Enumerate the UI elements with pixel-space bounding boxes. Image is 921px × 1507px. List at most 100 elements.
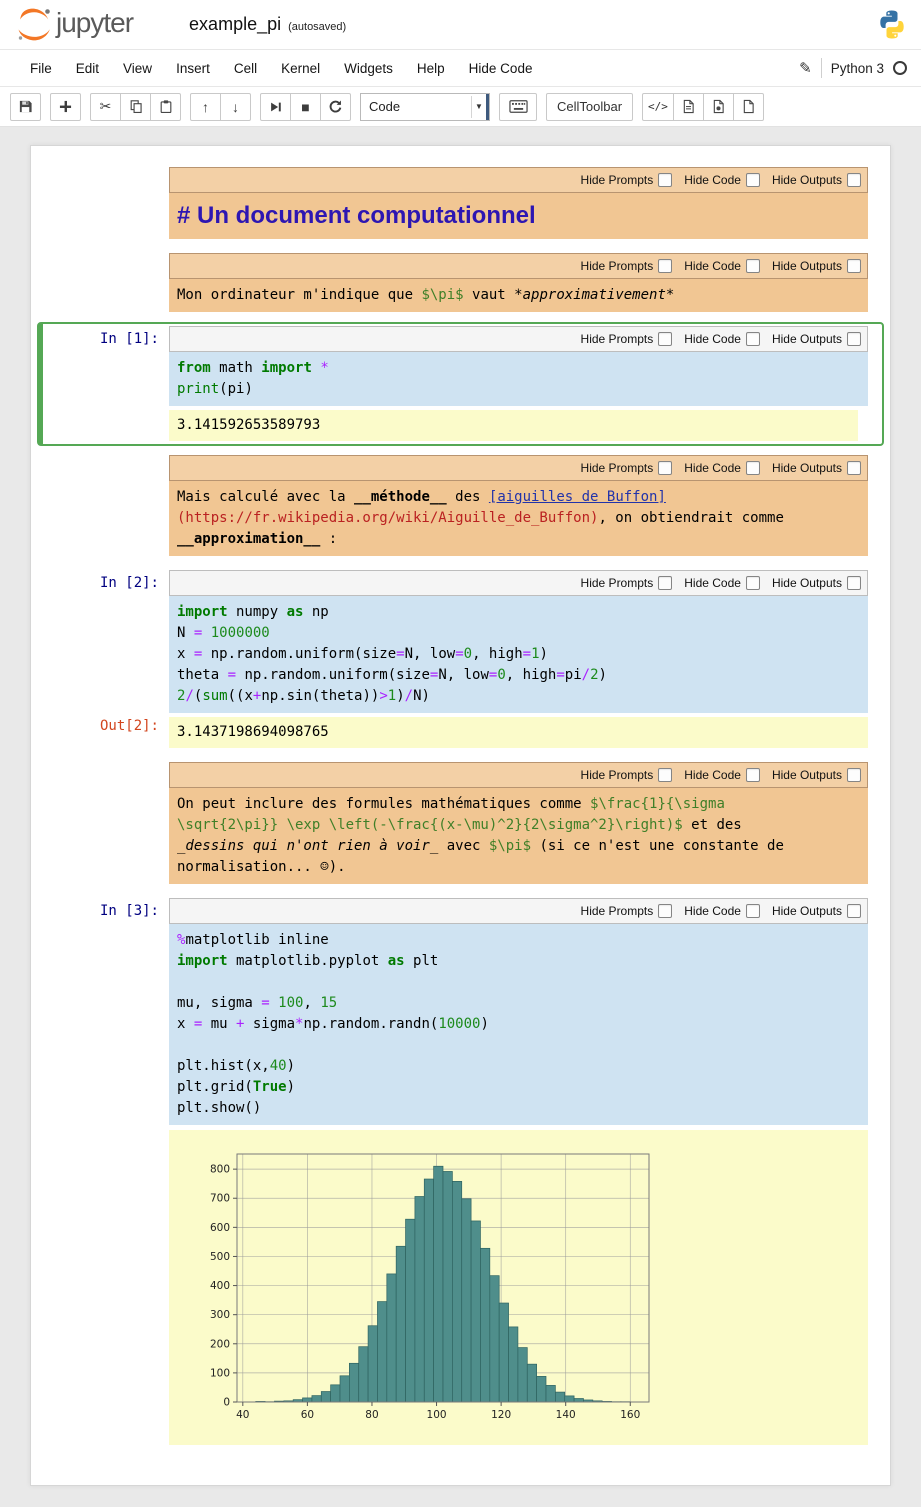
keyboard-icon [508,100,528,113]
paste-icon [160,100,171,114]
move-cell-down-button[interactable]: ↓ [220,92,251,121]
menu-file[interactable]: File [30,60,52,76]
markdown-source[interactable]: Mon ordinateur m'indique que $\pi$ vaut … [177,287,675,303]
stop-icon: ■ [301,98,310,115]
cell-type-value: Code [369,99,401,114]
hide-outputs-checkbox[interactable] [847,904,861,918]
svg-text:600: 600 [210,1222,230,1234]
menu-kernel[interactable]: Kernel [281,60,321,76]
menu-insert[interactable]: Insert [176,60,210,76]
menu-hide-code[interactable]: Hide Code [468,60,533,76]
hide-outputs-label: Hide Outputs [771,768,842,782]
markdown-source[interactable]: On peut inclure des formules mathématiqu… [177,796,784,875]
hide-code-checkbox[interactable] [745,173,760,187]
hide-code-label: Hide Code [684,904,741,918]
export-notebook-button[interactable] [732,92,764,121]
svg-text:300: 300 [210,1309,230,1321]
markdown-source[interactable]: # Un document computationnel [177,202,536,229]
hide-outputs-label: Hide Outputs [771,259,842,273]
run-cell-button[interactable] [260,92,291,121]
hide-code-checkbox[interactable] [745,576,760,590]
hide-prompts-checkbox[interactable] [658,173,673,187]
menu-bar: File Edit View Insert Cell Kernel Widget… [0,50,921,87]
hide-code-checkbox[interactable] [745,259,760,273]
export-markdown-button[interactable] [672,92,704,121]
command-palette-button[interactable] [499,92,537,121]
export-pdf-button[interactable] [702,92,734,121]
svg-text:800: 800 [210,1164,230,1176]
file-pdf-icon [713,99,724,114]
jupyter-logo[interactable]: jupyter [14,7,134,43]
plus-icon [59,100,72,113]
hide-code-checkbox[interactable] [745,768,760,782]
hide-outputs-checkbox[interactable] [847,576,861,590]
hide-prompts-checkbox[interactable] [658,576,673,590]
markdown-source[interactable]: Mais calculé avec la __méthode__ des [ai… [177,489,784,547]
menu-help[interactable]: Help [416,60,445,76]
hide-outputs-checkbox[interactable] [847,768,861,782]
menu-edit[interactable]: Edit [75,60,100,76]
hide-code-checkbox[interactable] [745,904,760,918]
hide-prompts-checkbox[interactable] [658,461,673,475]
svg-text:60: 60 [301,1409,314,1421]
hide-prompts-checkbox[interactable] [658,259,673,273]
menu-cell[interactable]: Cell [233,60,258,76]
hide-prompts-checkbox[interactable] [658,768,673,782]
hide-code-checkbox[interactable] [745,332,760,346]
restart-icon [329,100,342,113]
hide-outputs-checkbox[interactable] [847,173,861,187]
code-input[interactable]: from math import *print(pi) [169,352,868,406]
notebook-title[interactable]: example_pi [189,14,282,34]
hide-outputs-checkbox[interactable] [847,332,861,346]
hide-code-label: Hide Code [684,576,741,590]
celltoolbar-button[interactable]: CellToolbar [546,92,634,121]
toolbar: ✂ ↑ ↓ ■ [0,87,921,127]
hide-outputs-checkbox[interactable] [847,259,861,273]
hide-prompts-checkbox[interactable] [658,332,673,346]
interrupt-kernel-button[interactable]: ■ [290,92,321,121]
copy-cell-button[interactable] [120,92,151,121]
cut-cell-button[interactable]: ✂ [90,92,121,121]
hide-code-label: Hide Code [684,259,741,273]
restart-kernel-button[interactable] [320,92,351,121]
hide-outputs-checkbox[interactable] [847,461,861,475]
edit-mode-pencil-icon: ✎ [799,60,812,77]
svg-text:100: 100 [210,1367,230,1379]
svg-text:0: 0 [223,1397,230,1409]
save-button[interactable] [10,92,41,121]
paste-cell-button[interactable] [150,92,181,121]
kernel-name[interactable]: Python 3 [830,60,884,76]
hide-code-checkbox[interactable] [745,461,760,475]
toggle-code-button[interactable]: </> [642,92,674,121]
menu-widgets[interactable]: Widgets [344,60,393,76]
hide-prompts-checkbox[interactable] [658,904,673,918]
hide-prompts-label: Hide Prompts [580,904,654,918]
svg-text:160: 160 [620,1409,640,1421]
add-cell-button[interactable] [50,92,81,121]
svg-text:120: 120 [491,1409,511,1421]
cell-type-dropdown[interactable]: Code ▼ [360,92,490,121]
empty-prompt [43,455,169,556]
svg-text:500: 500 [210,1251,230,1263]
svg-text:100: 100 [427,1409,447,1421]
move-cell-up-button[interactable]: ↑ [190,92,221,121]
empty-prompt [43,167,169,239]
menu-view[interactable]: View [123,60,153,76]
notebook-header: jupyter example_pi (autosaved) [0,0,921,50]
